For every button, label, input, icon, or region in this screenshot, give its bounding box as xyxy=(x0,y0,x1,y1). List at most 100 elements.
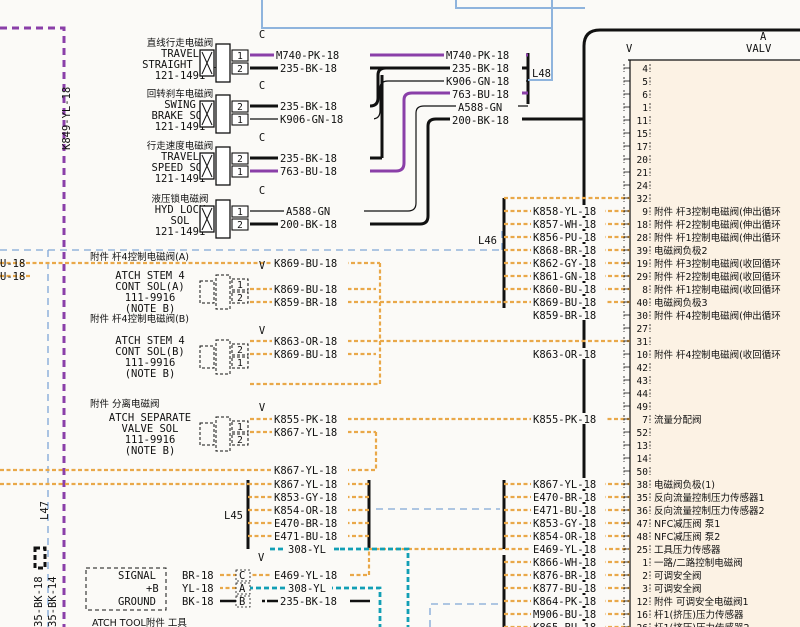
connector-pin-number: 43 xyxy=(637,376,648,387)
bk-label-1: 35-BK-18 xyxy=(33,576,45,627)
wire-label-bg xyxy=(531,231,605,242)
wire-label: K858-YL-18 xyxy=(533,206,596,218)
wire-label-bg xyxy=(531,296,605,307)
wire-label: 308-YL xyxy=(288,544,326,556)
wire-label: K860-BU-18 xyxy=(533,284,596,296)
wire-label: K853-GY-18 xyxy=(274,492,337,504)
wire-label: K867-YL-18 xyxy=(274,479,337,491)
component-en-line1: TRAVEL xyxy=(161,151,199,163)
component-part-number: 111-9916 xyxy=(125,292,176,304)
wire-label: K869-BU-18 xyxy=(274,258,337,270)
pin-box xyxy=(231,218,249,231)
wire-label: K855-PK-18 xyxy=(274,414,337,426)
wire-label: YL-18 xyxy=(182,583,214,595)
connector-body-icon xyxy=(215,43,231,83)
pin-description: 附件 杆2控制电磁阀(伸出循环 xyxy=(654,219,781,231)
pin-number: 2 xyxy=(237,293,243,304)
connector-letter: C xyxy=(259,29,265,41)
wire-label: K866-WH-18 xyxy=(533,557,596,569)
wire-label: K906-GN-18 xyxy=(446,76,509,88)
component-en-line1: HYD LOCK xyxy=(155,204,206,216)
pin-description: 附件 杆4控制电磁阀(收回循环 xyxy=(654,349,781,361)
pin-description: 电磁阀负极2 xyxy=(654,245,708,257)
connector-pin-number: 28 xyxy=(637,233,649,244)
pin-number: 2 xyxy=(237,102,243,113)
connector-letter: V xyxy=(259,325,266,337)
pin-number: 2 xyxy=(237,154,243,165)
pin-box xyxy=(231,165,249,178)
connector-pin-number: 40 xyxy=(637,298,649,309)
component-part-number: 121-1491 xyxy=(155,226,206,238)
wire-label: A588-GN xyxy=(286,206,330,218)
wire-label: 763-BU-18 xyxy=(452,89,509,101)
pin-description: 工具压力传感器 xyxy=(654,544,721,556)
connector-letter: V xyxy=(259,260,266,272)
wire-label: K867-YL-18 xyxy=(274,427,337,439)
wire-label: K859-BR-18 xyxy=(533,310,596,322)
connector-pin-number: 26 xyxy=(637,623,649,627)
connector-body-icon xyxy=(215,274,231,310)
splice-l48: L48 xyxy=(532,68,551,80)
component-cn-title: 液压锁电磁阀 xyxy=(151,193,208,205)
connector-pin-number: 50 xyxy=(637,467,649,478)
pin-description: 附件 杆1控制电磁阀(伸出循环 xyxy=(654,232,781,244)
pin-number: 2 xyxy=(237,220,243,231)
connector-pin-number: 48 xyxy=(637,532,649,543)
connector-pin-number: 49 xyxy=(637,402,649,413)
plus-b-label: +B xyxy=(146,583,159,595)
pin-description: 附件 杆1控制电磁阀(收回循环 xyxy=(654,284,781,296)
connector-pin-number: 1 xyxy=(642,558,648,569)
wire-label-bg xyxy=(531,517,605,528)
connector-letter: C xyxy=(259,80,265,92)
connector-pin-number: 18 xyxy=(637,220,649,231)
pin-c: C xyxy=(239,570,245,582)
wire-label: E470-BR-18 xyxy=(274,518,337,530)
wire-label-bg xyxy=(531,621,605,627)
pin-description: 一路/二路控制电磁阀 xyxy=(654,557,743,569)
connector-pin-number: 38 xyxy=(637,480,649,491)
pin-description: 杆1(挤压)压力传感器 xyxy=(654,609,744,621)
wire-label: 235-BK-18 xyxy=(280,63,337,75)
wire-label: K877-BU-18 xyxy=(533,583,596,595)
connector-pin-number: 21 xyxy=(637,168,649,179)
wire-label-bg xyxy=(531,595,605,606)
wire-label-bg xyxy=(531,205,605,216)
connector-pin-number: 30 xyxy=(637,311,649,322)
connector-pin-number: 7 xyxy=(642,415,648,426)
component-en-line2: SOL xyxy=(171,215,190,227)
connector-pin-number: 32 xyxy=(637,194,648,205)
wire-label-bg xyxy=(531,218,605,229)
component-part-number: 121-1491 xyxy=(155,70,206,82)
component-part-number: 111-9916 xyxy=(125,357,176,369)
pin-description: 可调安全阀 xyxy=(654,583,702,595)
wire-label-bg xyxy=(531,244,605,255)
header-valve: VALV xyxy=(746,43,772,55)
connector-pin-number: 20 xyxy=(637,155,649,166)
splice-l45: L45 xyxy=(224,510,243,522)
top-wire-labels: M740-PK-18 235-BK-18 235-BK-18 K906-GN-1… xyxy=(274,49,526,231)
component-en-line2: BRAKE SOL xyxy=(152,110,209,122)
wire-label: K854-OR-18 xyxy=(274,505,337,517)
component-part-number: 111-9916 xyxy=(125,434,176,446)
ground-label: GROUND xyxy=(118,596,156,608)
wire-label: E471-BU-18 xyxy=(533,505,596,517)
wire-label-bg xyxy=(531,283,605,294)
u18-label-a: U-18 xyxy=(0,258,25,270)
component-cn-title: 回转刹车电磁阀 xyxy=(147,88,214,100)
component-en-line1: ATCH STEM 4 xyxy=(115,270,185,282)
signal-label: SIGNAL xyxy=(118,570,156,582)
wire-label: M740-PK-18 xyxy=(446,50,509,62)
pin-description: 附件 可调安全电磁阀1 xyxy=(654,596,749,608)
pin-box xyxy=(231,343,249,356)
connector-body-icon xyxy=(215,339,231,375)
pin-box xyxy=(231,100,249,113)
wire-label-bg xyxy=(531,478,605,489)
pin-number: 1 xyxy=(237,167,243,178)
pin-description: NFC减压阀 泵1 xyxy=(654,518,720,530)
bk-label-2: 35-BK-14 xyxy=(47,576,59,627)
pin-number: 1 xyxy=(237,422,243,433)
splice-l47: L47 xyxy=(39,501,51,520)
pin-box xyxy=(231,62,249,75)
wire-label: 235-BK-18 xyxy=(452,63,509,75)
connector-letter: C xyxy=(259,132,265,144)
